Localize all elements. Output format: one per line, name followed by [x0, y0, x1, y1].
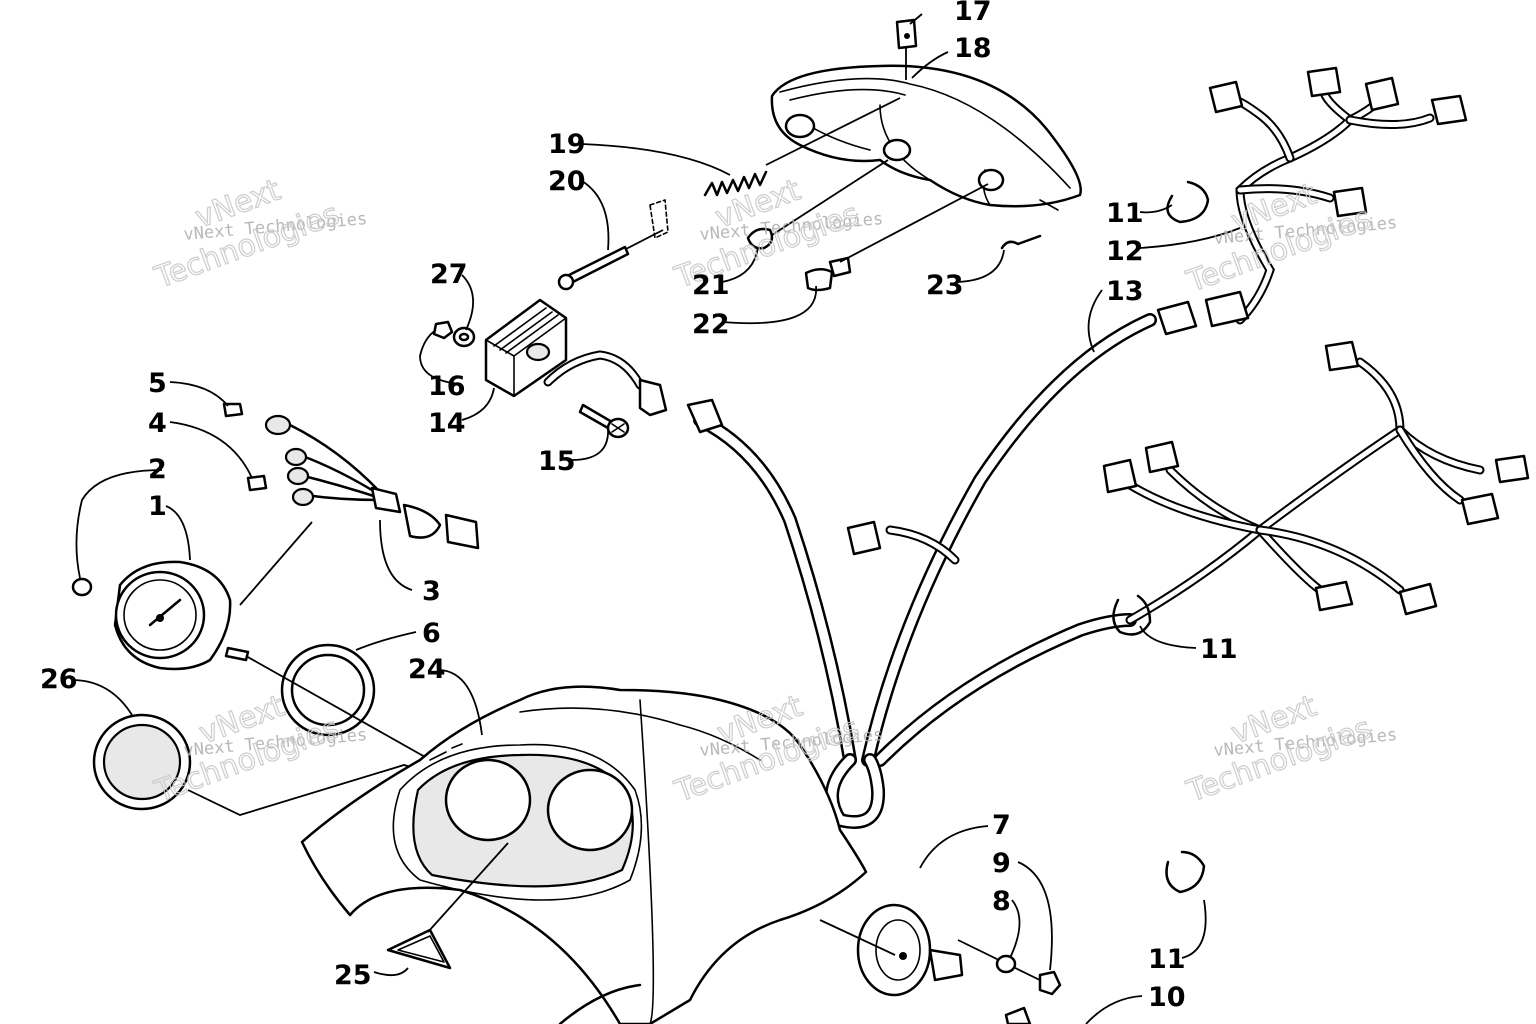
callout-7: 7 — [992, 810, 1011, 841]
callout-15: 15 — [538, 446, 576, 477]
spring-19 — [703, 170, 768, 197]
clip-17 — [895, 18, 918, 50]
right-harness — [1102, 340, 1530, 625]
callout-5: 5 — [148, 368, 167, 399]
callout-labels: 17 18 19 20 27 21 22 23 11 12 13 16 14 1… — [40, 0, 1238, 1013]
speedometer-gauge-1 — [71, 560, 250, 671]
upper-harness-12 — [1204, 66, 1468, 328]
callout-9: 9 — [992, 848, 1011, 879]
wiring-harness — [686, 300, 1198, 829]
callout-leaders — [71, 13, 1241, 1024]
callout-1: 1 — [148, 491, 167, 522]
callout-8: 8 — [992, 886, 1011, 917]
cable-tie-11-middle — [1112, 594, 1152, 636]
callout-11-middle: 11 — [1200, 634, 1238, 665]
callout-21: 21 — [692, 270, 730, 301]
callout-20: 20 — [548, 166, 586, 197]
callout-13: 13 — [1106, 276, 1144, 307]
callout-25: 25 — [334, 960, 372, 991]
callout-19: 19 — [548, 129, 586, 160]
headlight-assembly — [770, 64, 1082, 211]
bulb-22 — [804, 256, 852, 292]
cable-10 — [1004, 1006, 1032, 1024]
bulb-4 — [246, 474, 268, 492]
bulb-5 — [222, 402, 244, 418]
nut-16 — [432, 320, 454, 340]
callout-24: 24 — [408, 654, 446, 685]
callout-11-lower: 11 — [1148, 944, 1186, 975]
washer-8 — [995, 954, 1017, 974]
ignition-switch-7 — [856, 903, 964, 997]
cable-tie-11-lower — [1165, 850, 1206, 894]
bezel-ring-6 — [280, 643, 376, 737]
cotter-pin-23 — [1000, 234, 1042, 250]
callout-26: 26 — [40, 664, 78, 695]
nut-9 — [1038, 970, 1062, 996]
callout-6: 6 — [422, 618, 441, 649]
callout-11-upper: 11 — [1106, 198, 1144, 229]
cable-tie-11-upper — [1166, 180, 1210, 224]
voltage-regulator-14 — [484, 298, 668, 417]
bulb-2 — [71, 577, 93, 597]
dash-panel-24 — [300, 685, 868, 1024]
callout-16: 16 — [428, 371, 466, 402]
callout-14: 14 — [428, 408, 466, 439]
callout-23: 23 — [926, 270, 964, 301]
callout-22: 22 — [692, 309, 730, 340]
screw-15 — [578, 403, 630, 439]
callout-18: 18 — [954, 33, 992, 64]
adjust-screw-20 — [557, 199, 669, 291]
bulb-21 — [746, 227, 774, 250]
callout-10: 10 — [1148, 982, 1186, 1013]
gauge-lens-26 — [92, 713, 192, 811]
callout-27: 27 — [430, 259, 468, 290]
callout-12: 12 — [1106, 236, 1144, 267]
gauge-pigtail-3 — [222, 402, 480, 550]
callout-17: 17 — [954, 0, 992, 27]
callout-4: 4 — [148, 408, 167, 439]
decal-25 — [386, 928, 452, 970]
callout-2: 2 — [148, 454, 167, 485]
callout-3: 3 — [422, 576, 441, 607]
